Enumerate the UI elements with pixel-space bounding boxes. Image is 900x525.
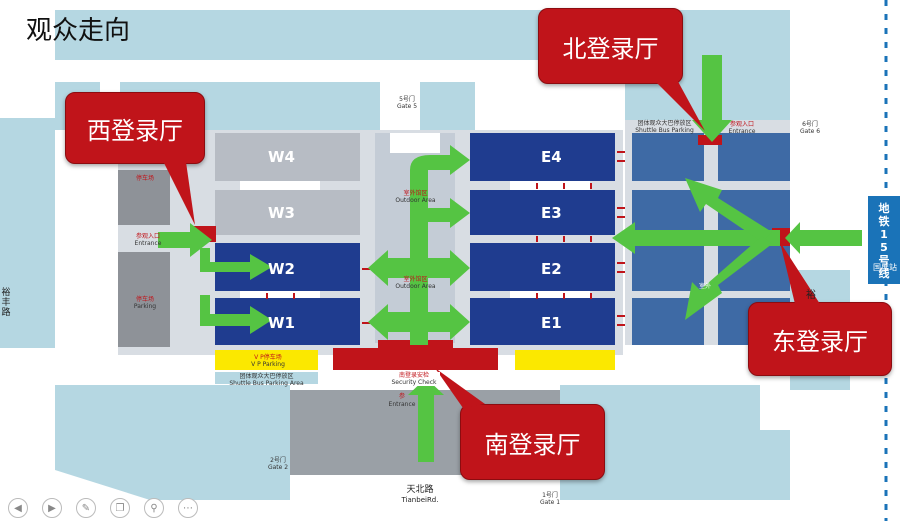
hall-w3 [215,190,360,235]
hall-e1 [470,298,615,345]
parking-nw [118,170,170,225]
southwest-zone [55,385,290,500]
hall-e4 [470,133,615,181]
page-title: 观众走向 [26,16,131,46]
metro-station-label: 国展站 [873,263,897,272]
outdoor-e-label: 室外 [698,283,711,290]
road-east-label: 裕 [806,290,816,301]
callout-west-pointer [160,155,195,225]
hall-e1-label: E1 [541,314,562,332]
vip-parking [215,350,318,370]
metro-line-15: 地铁15号线 [868,196,900,284]
copy-icon[interactable]: ❐ [110,498,130,518]
hall-e3 [470,190,615,235]
hall-e2-label: E2 [541,260,562,278]
zoom-icon[interactable]: ⚲ [144,498,164,518]
callout-north-pointer [650,76,705,131]
callout-east-pointer [780,242,820,304]
pen-icon[interactable]: ✎ [76,498,96,518]
flow-arrows [158,55,862,462]
parking-w [118,252,170,347]
callout-west: 西登录厅 [65,92,205,164]
visit-entry-s-label: 参 [398,393,405,400]
hall-w4-label: W4 [268,148,295,166]
metro-line-label: 地铁15号线 [878,202,890,280]
hall-w2-label: W2 [268,260,295,278]
entrance-s-label: Entrance [388,401,416,408]
hall-w3-label: W3 [268,204,295,222]
hall-e2 [470,243,615,291]
callout-north: 北登录厅 [538,8,683,84]
parking-nw-label: 停车场 [135,175,154,182]
hall-w4 [215,133,360,181]
southeast-zone [560,385,790,500]
callout-south: 南登录厅 [460,404,605,480]
next-icon[interactable]: ▶ [42,498,62,518]
road-west-label: 裕丰路 [1,288,11,318]
west-strip [0,118,55,348]
more-icon[interactable]: ⋯ [178,498,198,518]
hall-e3-label: E3 [541,204,562,222]
hall-e4-label: E4 [541,148,562,166]
prev-icon[interactable]: ◀ [8,498,28,518]
hall-w1-label: W1 [268,314,295,332]
callout-south-pointer [435,368,485,408]
connector-arrows [266,151,625,326]
callout-east: 东登录厅 [748,302,892,376]
